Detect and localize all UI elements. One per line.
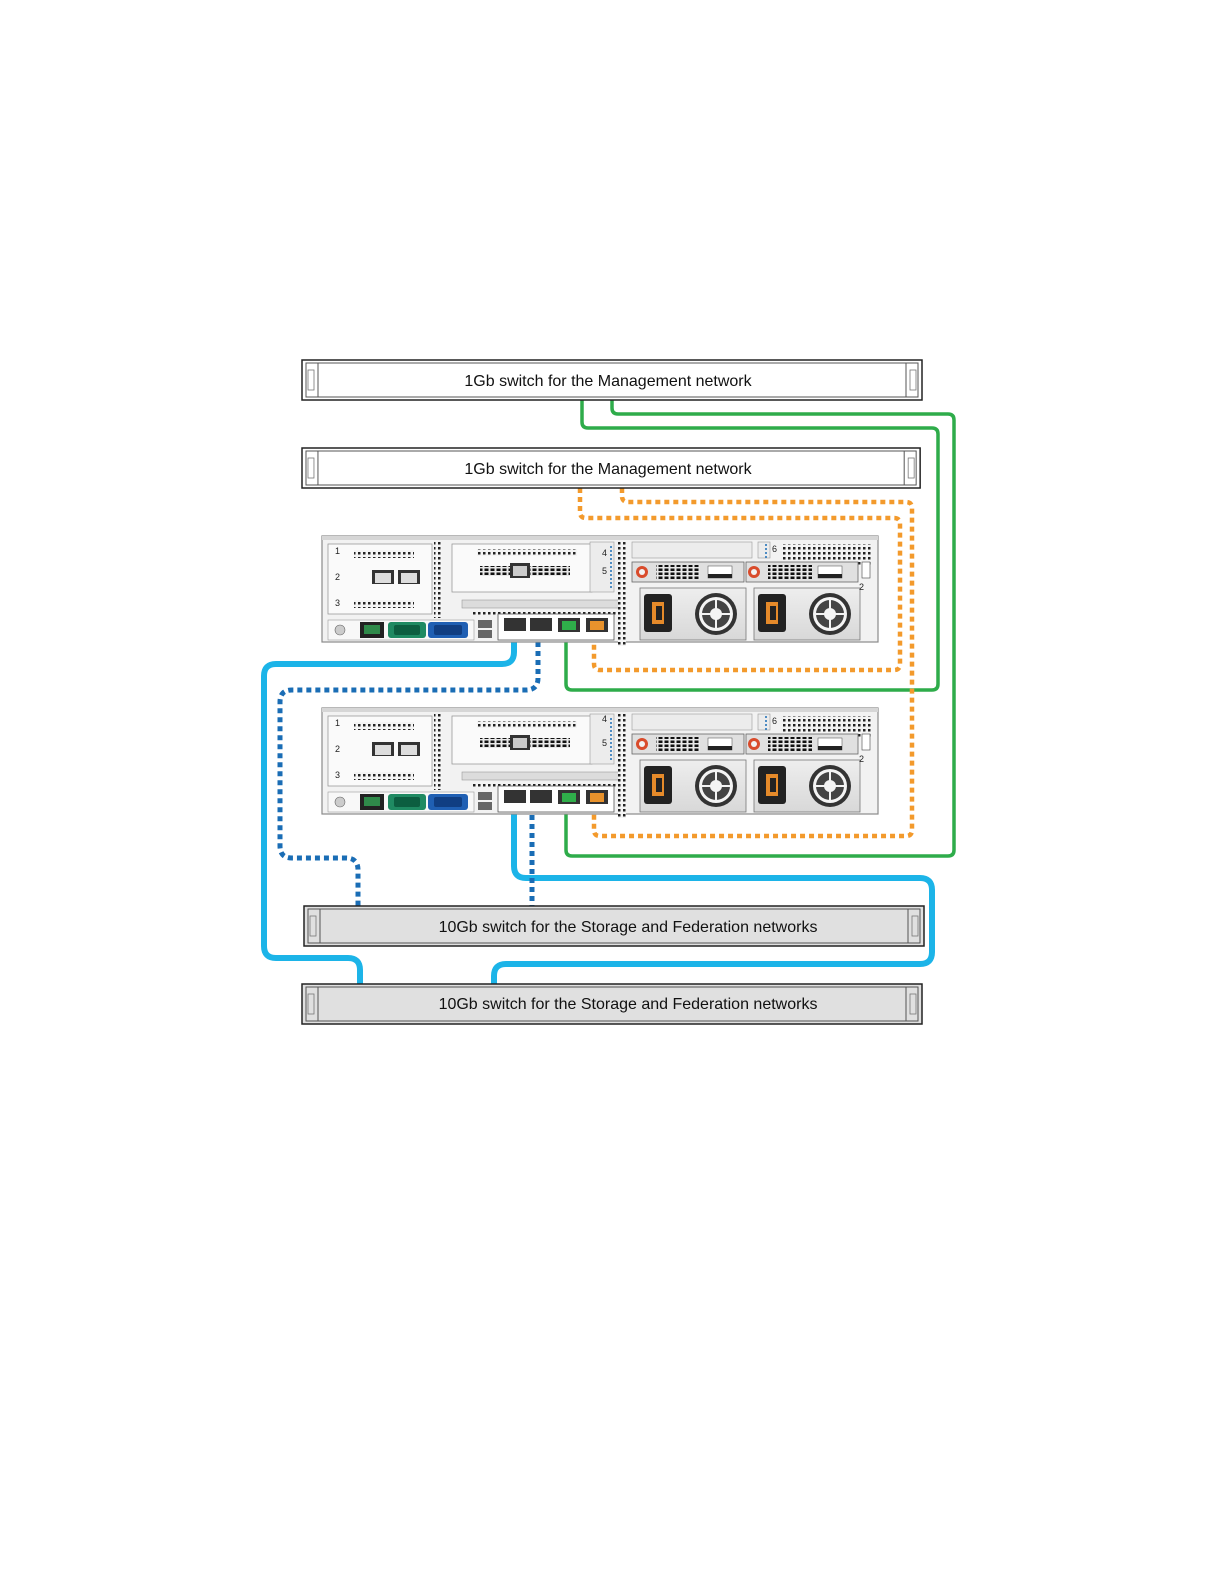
management-switch-b-label: 1Gb switch for the Management network (464, 461, 752, 478)
server-chassis-icon (322, 536, 878, 646)
storage-switch-b: 10Gb switch for the Storage and Federati… (302, 984, 922, 1024)
slot-label: 4 (602, 714, 607, 724)
slot-label: 5 (602, 566, 607, 576)
management-switch-a: 1Gb switch for the Management network (302, 360, 922, 400)
slot-label: 3 (335, 770, 340, 780)
slot-label: 2 (335, 744, 340, 754)
slot-label: 6 (772, 716, 777, 726)
storage-switch-a: 10Gb switch for the Storage and Federati… (304, 906, 924, 946)
slot-label: 6 (772, 544, 777, 554)
slot-label: 1 (335, 546, 340, 556)
slot-label: 5 (602, 738, 607, 748)
slot-label: 2 (335, 572, 340, 582)
server-bottom: 1 2 3 4 5 6 2 (322, 708, 878, 818)
slot-label: 1 (335, 718, 340, 728)
slot-label: 2 (859, 582, 864, 592)
server-top: 1 2 3 4 5 6 2 (322, 536, 878, 646)
management-switch-b: 1Gb switch for the Management network (302, 448, 920, 488)
server-chassis-icon (322, 708, 878, 818)
slot-label: 2 (859, 754, 864, 764)
storage-switch-a-label: 10Gb switch for the Storage and Federati… (439, 919, 818, 936)
slot-label: 4 (602, 548, 607, 558)
slot-label: 3 (335, 598, 340, 608)
management-switch-a-label: 1Gb switch for the Management network (464, 373, 752, 390)
storage-switch-b-label: 10Gb switch for the Storage and Federati… (439, 996, 818, 1013)
